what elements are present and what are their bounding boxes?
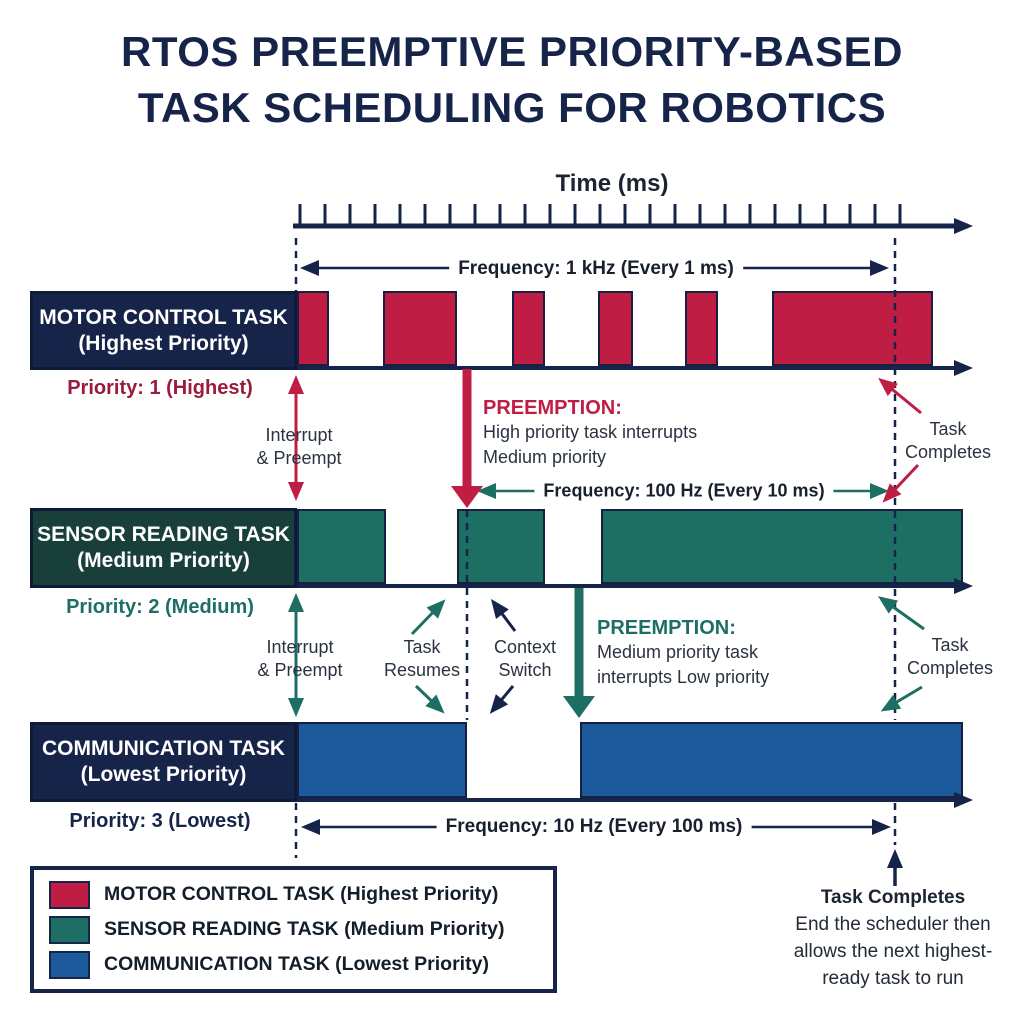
legend-label-comm: COMMUNICATION TASK (Lowest Priority) [104,953,489,975]
preemption-body-line1: Medium priority task [597,642,759,662]
switch-label: Switch [498,660,552,680]
preemption-body-line2: Medium priority [483,447,607,467]
priority-3-label: Priority: 3 (Lowest) [69,810,251,832]
preemption-arrow-medium [563,588,595,718]
completes-label: Completes [906,658,994,678]
preemption-arrow-high [451,369,483,508]
context-label: Context [493,637,557,657]
motor-execution-bar [297,291,329,366]
resumes-label: Resumes [383,660,461,680]
task-completes-label-2: Task Completes [907,634,993,680]
note-title: Task Completes [820,887,966,908]
task-completes-arrow-1-down [882,463,920,503]
context-switch-arrow-up [491,599,517,632]
preemption-body-line1: High priority task interrupts [483,422,698,442]
interrupt-preempt-label-2: Interrupt & Preempt [257,636,342,682]
task-completes-arrow-2-up [877,596,925,631]
legend-label-sensor: SENSOR READING TASK (Medium Priority) [104,918,505,940]
motor-execution-bar [685,291,718,366]
preemption-body-line2: interrupts Low priority [597,667,770,687]
motor-task-label: MOTOR CONTROL TASK [39,305,288,329]
note-line3: ready task to run [822,968,964,989]
preempt-label: & Preempt [256,448,342,468]
task-resumes-label: Task Resumes [384,636,460,682]
frequency-100hz-label: Frequency: 100 Hz (Every 10 ms) [534,480,834,502]
preemption-title: PREEMPTION: [483,397,622,419]
sensor-execution-bar [457,509,545,584]
task-completes-note: Task Completes End the scheduler then al… [763,884,1023,992]
preempt-label: & Preempt [257,660,343,680]
motor-execution-bar [598,291,633,366]
priority-1-label: Priority: 1 (Highest) [67,377,253,399]
motor-task-sublabel: (Highest Priority) [78,331,249,355]
legend-row-sensor: SENSOR READING TASK (Medium Priority) [49,915,553,944]
completes-label: Completes [904,442,992,462]
comm-task-sublabel: (Lowest Priority) [80,763,247,786]
comm-execution-bar [297,722,467,798]
legend-label-motor: MOTOR CONTROL TASK (Highest Priority) [104,883,499,905]
comm-task-label-box: COMMUNICATION TASK (Lowest Priority) [30,722,297,802]
sensor-task-label-box: SENSOR READING TASK (Medium Priority) [30,508,297,588]
task-completes-arrow-2-down [880,685,923,712]
frequency-10hz-label: Frequency: 10 Hz (Every 100 ms) [436,816,752,838]
note-line1: End the scheduler then [795,914,991,935]
task-label: Task [931,635,969,655]
sensor-execution-bar [297,509,386,584]
sensor-task-sublabel: (Medium Priority) [77,549,250,572]
page-title: RTOS PREEMPTIVE PRIORITY-BASED TASK SCHE… [12,24,1012,136]
preemption-title: PREEMPTION: [597,617,736,639]
legend-row-motor: MOTOR CONTROL TASK (Highest Priority) [49,880,553,909]
legend: MOTOR CONTROL TASK (Highest Priority) SE… [30,866,557,993]
interrupt-label: Interrupt [266,637,334,657]
task-label: Task [929,419,967,439]
task-resumes-arrow-down [414,684,445,714]
interrupt-preempt-label-1: Interrupt & Preempt [256,424,341,470]
interrupt-label: Interrupt [265,425,333,445]
note-line2: allows the next highest- [793,941,993,962]
motor-color-swatch [49,880,90,909]
time-axis-ticks [298,204,902,226]
comm-task-label: COMMUNICATION TASK [41,737,286,760]
sensor-task-label: SENSOR READING TASK [37,523,290,546]
context-switch-arrow-down [489,685,515,714]
page-title-line2: TASK SCHEDULING FOR ROBOTICS [137,84,887,131]
task-completes-label-1: Task Completes [905,418,991,464]
legend-row-comm: COMMUNICATION TASK (Lowest Priority) [49,950,553,979]
time-axis-label: Time (ms) [555,170,669,197]
task-resumes-arrow-up [410,599,446,636]
sensor-execution-bar [601,509,963,584]
comm-execution-bar [580,722,963,798]
preemption-note-1: PREEMPTION: High priority task interrupt… [483,396,697,470]
motor-execution-bar [772,291,933,366]
task-label: Task [403,637,441,657]
context-switch-label: Context Switch [494,636,556,682]
sensor-color-swatch [49,915,90,944]
frequency-1khz-label: Frequency: 1 kHz (Every 1 ms) [449,258,743,280]
priority-2-label: Priority: 2 (Medium) [66,596,254,618]
preemption-note-2: PREEMPTION: Medium priority task interru… [597,616,769,690]
motor-execution-bar [383,291,457,366]
page-title-line1: RTOS PREEMPTIVE PRIORITY-BASED [120,28,903,75]
motor-execution-bar [512,291,545,366]
motor-task-label-box: MOTOR CONTROL TASK (Highest Priority) [30,291,297,370]
comm-color-swatch [49,950,90,979]
task-completes-arrow-1-up [878,377,922,415]
